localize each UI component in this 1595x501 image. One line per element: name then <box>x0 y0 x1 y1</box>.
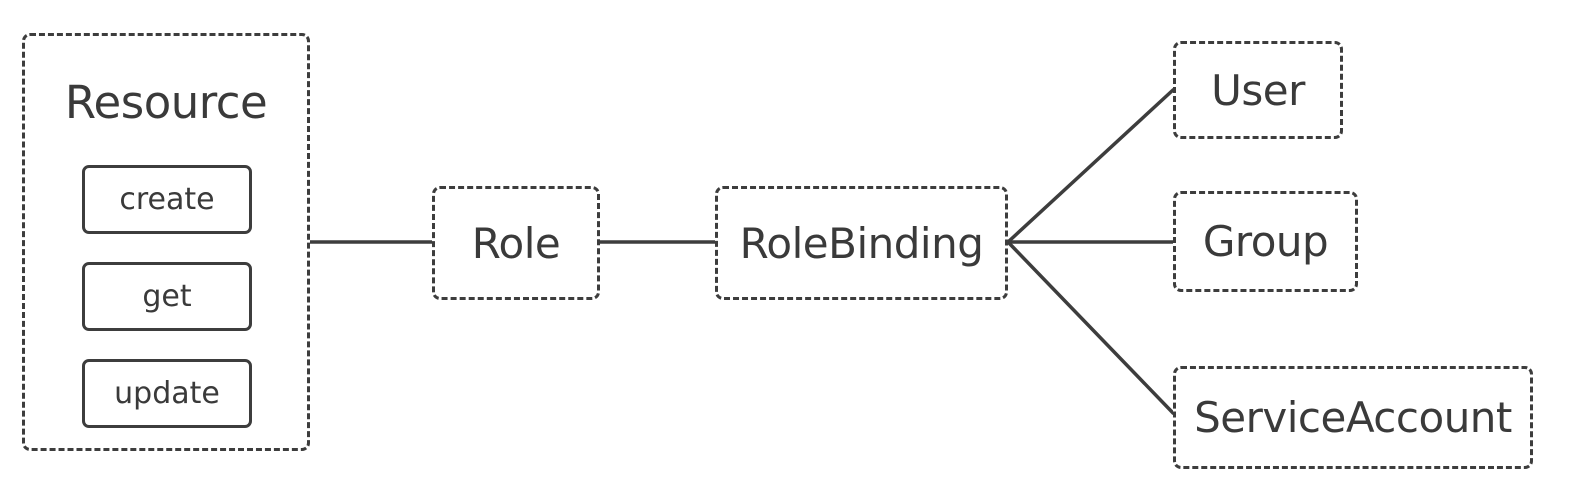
group-label: Group <box>1202 217 1329 266</box>
serviceaccount-node: ServiceAccount <box>1173 366 1533 469</box>
action-update: update <box>82 359 252 428</box>
role-node: Role <box>432 186 600 300</box>
connector-rolebinding-serviceaccount <box>1006 240 1175 415</box>
rolebinding-node: RoleBinding <box>715 186 1008 300</box>
user-node: User <box>1173 41 1343 139</box>
rolebinding-label: RoleBinding <box>739 218 984 268</box>
action-create: create <box>82 165 252 234</box>
serviceaccount-label: ServiceAccount <box>1194 393 1512 442</box>
connector-rolebinding-user <box>1006 88 1175 244</box>
user-label: User <box>1211 65 1305 115</box>
role-label: Role <box>471 218 561 268</box>
resource-title: Resource <box>64 76 268 129</box>
action-get: get <box>82 262 252 331</box>
group-node: Group <box>1173 191 1358 292</box>
resource-node: Resource create get update <box>22 33 310 451</box>
